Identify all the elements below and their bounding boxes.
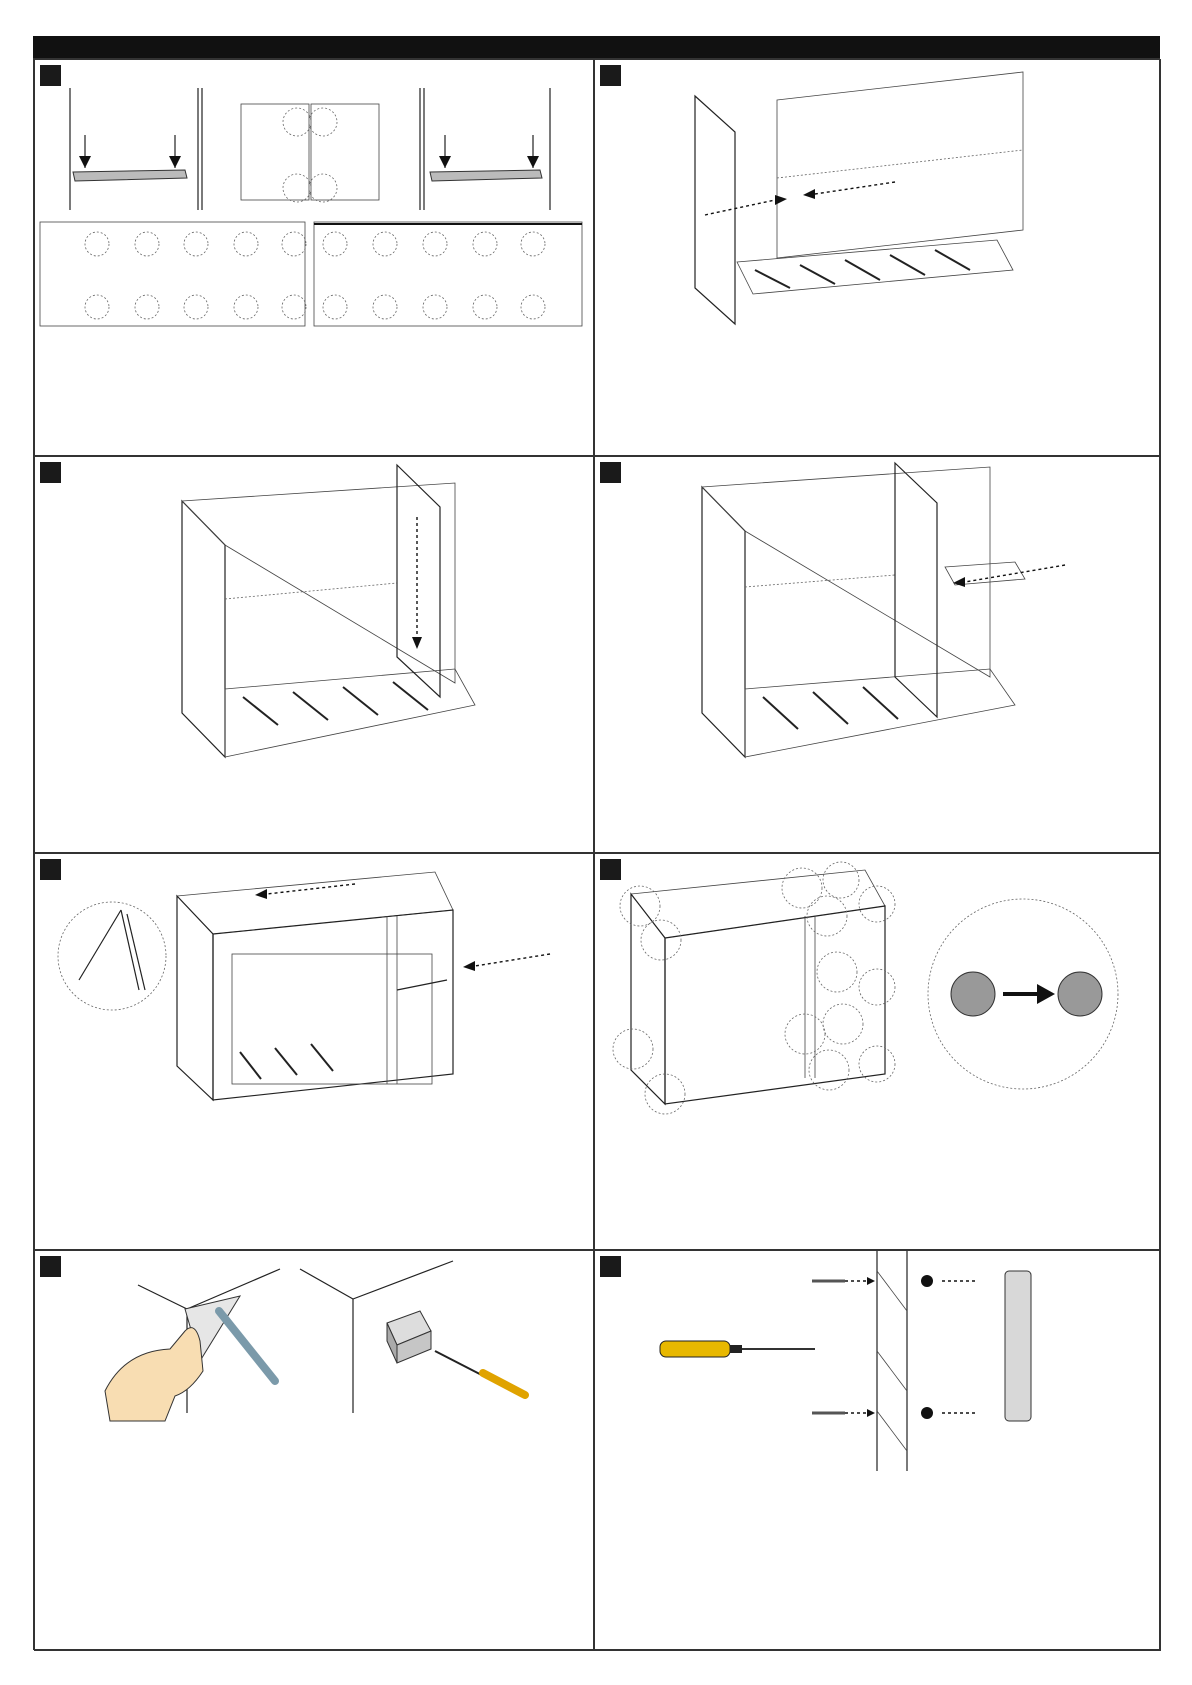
step-panel-1 [34, 59, 594, 456]
rail-bracket-icon [73, 170, 187, 181]
cam-lock-icon [1058, 972, 1102, 1016]
screwdriver-icon [660, 1341, 730, 1357]
step-1-illustration [35, 60, 595, 457]
cam-lock-icon [951, 972, 995, 1016]
step-8-illustration [595, 1251, 1162, 1652]
instruction-grid [33, 58, 1160, 1650]
step-3-illustration [35, 457, 595, 854]
header-bar [33, 36, 1160, 58]
step-5-illustration [35, 854, 595, 1251]
screwdriver-icon [219, 1311, 275, 1381]
hand-icon [105, 1328, 203, 1421]
step-7-illustration [35, 1251, 595, 1652]
step-6-illustration [595, 854, 1162, 1251]
handle-icon [1005, 1271, 1031, 1421]
detail-callout [58, 902, 166, 1010]
step-2-illustration [595, 60, 1162, 457]
step-4-illustration [595, 457, 1162, 854]
step-panel-8 [594, 1250, 1161, 1651]
step-panel-5 [34, 853, 594, 1250]
step-panel-7 [34, 1250, 594, 1651]
step-panel-4 [594, 456, 1161, 853]
step-panel-2 [594, 59, 1161, 456]
step-panel-3 [34, 456, 594, 853]
step-panel-6 [594, 853, 1161, 1250]
